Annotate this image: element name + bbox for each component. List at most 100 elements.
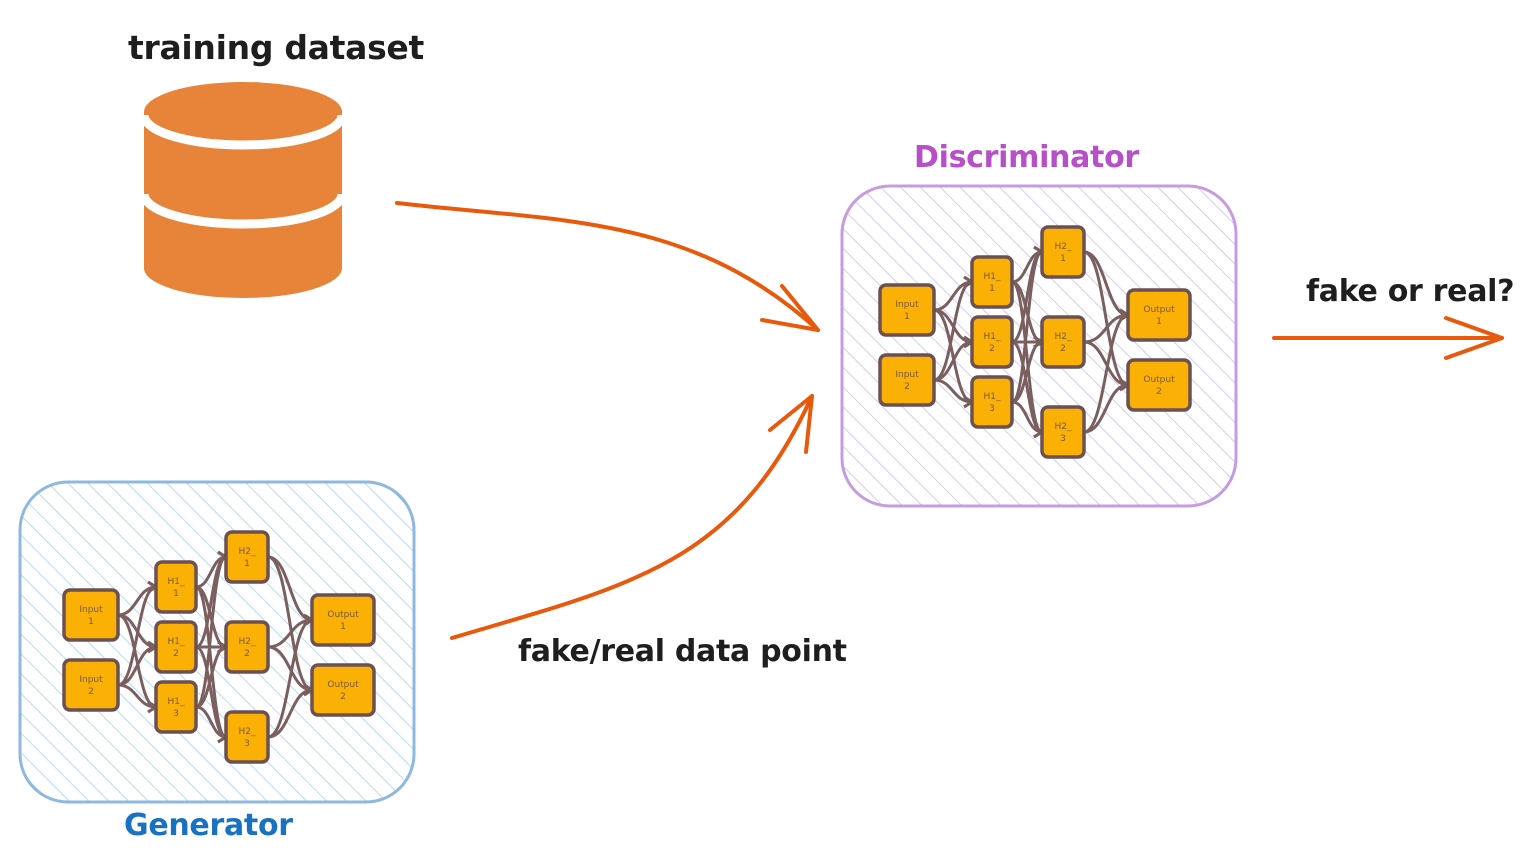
dataset-to-discriminator-arrow xyxy=(395,201,820,332)
network-node-label: 3 xyxy=(244,739,250,749)
network-node-label: H1_ xyxy=(984,392,1001,402)
network-node-box xyxy=(970,255,1014,309)
network-node-box xyxy=(1126,358,1192,412)
network-edge xyxy=(932,340,974,382)
network-node-label: 1 xyxy=(244,559,250,569)
network-node-box xyxy=(224,620,270,674)
network-node: Input 2 xyxy=(878,353,936,407)
network-node-label: 3 xyxy=(1060,434,1066,444)
network-node-label: 2 xyxy=(1060,344,1066,354)
network-node: H1_1 xyxy=(154,560,198,614)
network-node-box xyxy=(310,663,376,717)
generator-title: Generator xyxy=(124,808,293,843)
network-node-label: H1_ xyxy=(168,577,185,587)
network-node-box xyxy=(878,283,936,337)
network-edge xyxy=(266,688,314,739)
network-edge xyxy=(266,645,314,692)
network-node-label: H1_ xyxy=(168,697,185,707)
network-node-label: 1 xyxy=(173,589,179,599)
network-node-label: 1 xyxy=(904,312,910,322)
network-node-label: 3 xyxy=(989,404,995,414)
dataset-title: training dataset xyxy=(128,28,424,67)
generator-to-discriminator-arrow xyxy=(450,394,814,640)
network-node: H1_3 xyxy=(154,680,198,734)
network-node-label: 1 xyxy=(1060,254,1066,264)
network-node-label: Input xyxy=(895,300,919,310)
network-node-label: 3 xyxy=(173,709,179,719)
network-node-label: Input xyxy=(895,370,919,380)
network-node: H1_2 xyxy=(154,620,198,674)
discriminator-box xyxy=(840,184,1238,508)
network-node-label: 2 xyxy=(340,692,346,702)
network-node-box xyxy=(1126,288,1192,342)
network-node-label: H2_ xyxy=(1055,332,1072,342)
network-node-box xyxy=(878,353,936,407)
network-node-label: Input xyxy=(79,675,103,685)
network-node-label: 2 xyxy=(989,344,995,354)
network-node-box xyxy=(1040,225,1086,279)
datapoint-label: fake/real data point xyxy=(518,634,847,669)
network-node-label: H2_ xyxy=(239,727,256,737)
network-node-label: 2 xyxy=(1156,387,1162,397)
network-node-box xyxy=(1040,315,1086,369)
network-edge xyxy=(1010,250,1044,404)
network-edge xyxy=(1082,383,1130,434)
network-node: H1_2 xyxy=(970,315,1014,369)
network-node-label: 1 xyxy=(989,284,995,294)
network-node-label: 1 xyxy=(1156,317,1162,327)
network-edge xyxy=(194,555,228,709)
network-node-box xyxy=(970,315,1014,369)
network-node-label: H2_ xyxy=(239,547,256,557)
network-node-box xyxy=(154,620,198,674)
network-node: H2_1 xyxy=(1040,225,1086,279)
network-node-label: Output xyxy=(1143,375,1175,385)
network-node-box xyxy=(62,588,120,642)
network-node-label: 2 xyxy=(904,382,910,392)
network-node-box xyxy=(154,680,198,734)
network-node-label: Output xyxy=(1143,305,1175,315)
network-node-label: Input xyxy=(79,605,103,615)
network-node-label: H1_ xyxy=(168,637,185,647)
network-node-box xyxy=(224,710,270,764)
network-edge xyxy=(1082,340,1130,387)
generator-box xyxy=(18,480,416,804)
network-node: Input 2 xyxy=(62,658,120,712)
network-node-label: H2_ xyxy=(1055,242,1072,252)
network-node: H2_2 xyxy=(224,620,270,674)
network-node-box xyxy=(224,530,270,584)
network-node-box xyxy=(970,375,1014,429)
network-edge xyxy=(116,683,158,709)
network-node-box xyxy=(310,593,376,647)
network-node-label: H1_ xyxy=(984,272,1001,282)
network-node: Output 2 xyxy=(310,663,376,717)
network-node-box xyxy=(62,658,120,712)
output-arrow xyxy=(1272,316,1504,360)
network-node: H2_2 xyxy=(1040,315,1086,369)
network-node-box xyxy=(1040,405,1086,459)
discriminator-network: Input1Input2H1_1H1_2H1_3H2_1H2_2H2_3Outp… xyxy=(878,225,1192,459)
network-node-label: H2_ xyxy=(239,637,256,647)
network-edge xyxy=(116,645,158,687)
network-node: H2_3 xyxy=(224,710,270,764)
network-node-label: H1_ xyxy=(984,332,1001,342)
database-icon xyxy=(139,82,347,298)
output-label: fake or real? xyxy=(1306,274,1515,309)
discriminator-title: Discriminator xyxy=(914,140,1139,175)
network-node: H2_1 xyxy=(224,530,270,584)
network-node-label: Output xyxy=(327,610,359,620)
network-edge xyxy=(932,378,974,404)
network-node: H1_3 xyxy=(970,375,1014,429)
network-node: H1_1 xyxy=(970,255,1014,309)
network-node-label: Output xyxy=(327,680,359,690)
network-node-label: H2_ xyxy=(1055,422,1072,432)
network-node-label: 2 xyxy=(244,649,250,659)
network-node-box xyxy=(154,560,198,614)
network-node: Input 1 xyxy=(878,283,936,337)
network-node: Output 2 xyxy=(1126,358,1192,412)
network-node-label: 2 xyxy=(173,649,179,659)
generator-network: Input1Input2H1_1H1_2H1_3H2_1H2_2H2_3Outp… xyxy=(62,530,376,764)
network-node-label: 2 xyxy=(88,687,94,697)
network-node: Output 1 xyxy=(1126,288,1192,342)
